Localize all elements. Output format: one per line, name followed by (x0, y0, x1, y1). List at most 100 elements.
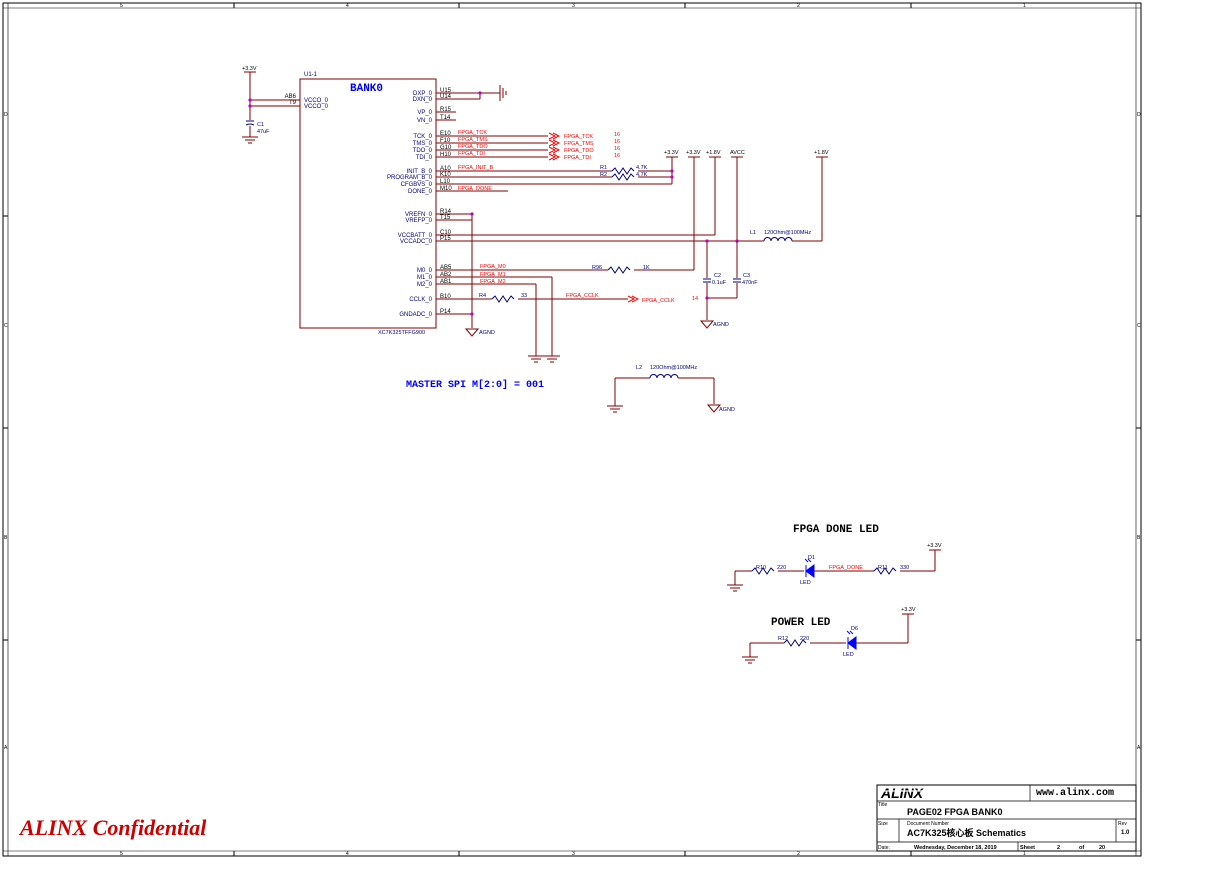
offpage-fpga-tms: FPGA_TMS (564, 141, 594, 147)
pin-number: A10 (440, 166, 451, 172)
pin-name: TDO_0 (413, 148, 433, 154)
pin-number: H10 (440, 152, 452, 158)
config-nets: FPGA_INIT_B FPGA_DONE R1 R2 4.7K 4.7K (436, 165, 672, 192)
pin-name: DXP_0 (413, 91, 433, 97)
power-led-circuit: POWER LED +3.3V R12 220 D6 LED (741, 607, 916, 664)
pin-number: F10 (440, 138, 451, 144)
net-fpga-tdi: FPGA_TDI (458, 151, 485, 157)
cclk-net: R4 33 FPGA_CCLK FPGA_CCLK 14 (436, 293, 698, 304)
pin-name: TCK_0 (413, 134, 432, 140)
d6-ref: D6 (851, 626, 858, 632)
power-rail-3v3: +3.3V (664, 150, 679, 156)
col-label-bottom: 3 (572, 851, 575, 857)
net-fpga-tdo: FPGA_TDO (458, 144, 488, 150)
u1-fpga-symbol: U1-1 BANK0 XC7K325TFFG900 (299, 72, 437, 336)
row-label-left: D (4, 112, 8, 118)
date-label: Date: (878, 845, 890, 851)
col-label-top: 1 (1023, 3, 1026, 9)
pin-name: DXN_0 (413, 97, 433, 103)
net-fpga-done: FPGA_DONE (829, 565, 863, 571)
r2-ref: R2 (600, 172, 607, 178)
alinx-logo: ALINX (880, 785, 925, 801)
pin-name: M1_0 (417, 275, 433, 281)
r12-ref: R12 (778, 636, 788, 642)
power-rails-right: +3.3V +3.3V +1.8V AVCC +1.8V (664, 150, 829, 270)
col-label-bottom: 1 (1023, 851, 1026, 857)
mode-pins: R96 1K FPGA_M0 FPGA_M1 FPGA_M2 (436, 264, 694, 363)
row-label-right: D (1137, 112, 1141, 118)
pin-number: L10 (440, 179, 451, 185)
r96-value: 1K (643, 265, 650, 271)
r2-value: 4.7K (636, 172, 648, 178)
page-title: PAGE02 FPGA BANK0 (907, 807, 1003, 817)
offpage-ref: 16 (614, 139, 620, 145)
sheet-total: 20 (1099, 845, 1105, 851)
d6-value: LED (843, 652, 854, 658)
power-rail-3v3: +3.3V (242, 66, 257, 72)
d1-ref: D1 (808, 555, 815, 561)
pin-name: CCLK_0 (409, 297, 432, 303)
c1-value: 47uF (257, 129, 270, 135)
pin-number: AB5 (440, 265, 452, 271)
row-label-left: C (4, 323, 8, 329)
col-label-bottom: 4 (346, 851, 349, 857)
power-rail-3v3: +3.3V (901, 607, 916, 613)
col-label-bottom: 2 (797, 851, 800, 857)
pin-number: B10 (440, 294, 451, 300)
pin-number: AB2 (440, 272, 452, 278)
vcco-decoupling: +3.3V C1 47uF (241, 66, 270, 144)
r1-ref: R1 (600, 165, 607, 171)
net-fpga-tms: FPGA_TMS (458, 137, 488, 143)
u1-bank-label: BANK0 (350, 83, 383, 95)
pin-number: K10 (440, 172, 451, 178)
pin-number: G10 (440, 145, 452, 151)
pin-name: VCCADC_0 (400, 239, 433, 245)
power-rail-3v3: +3.3V (686, 150, 701, 156)
master-spi-note: MASTER SPI M[2:0] = 001 (406, 379, 544, 391)
col-label-top: 5 (120, 3, 123, 9)
website: www.alinx.com (1036, 787, 1114, 799)
u1-part-number: XC7K325TFFG900 (378, 330, 425, 336)
of-label: of (1079, 845, 1084, 851)
pin-name: INIT_B_0 (407, 169, 433, 175)
pin-number: T15 (440, 215, 451, 221)
pin-number: C10 (440, 230, 452, 236)
offpage-fpga-cclk: FPGA_CCLK (642, 298, 675, 304)
r1-value: 4.7K (636, 165, 648, 171)
agnd-label: AGND (479, 330, 495, 336)
pin-number: P15 (440, 236, 451, 242)
c3-value: 470nF (742, 280, 758, 286)
net-fpga-cclk: FPGA_CCLK (566, 293, 599, 299)
col-label-top: 4 (346, 3, 349, 9)
col-label-bottom: 5 (120, 851, 123, 857)
sheet-frame (2, 2, 1142, 857)
col-label-top: 2 (797, 3, 800, 9)
pin-number: R14 (440, 209, 452, 215)
offpage-ref: 16 (614, 146, 620, 152)
l1-value: 120Ohm@100MHz (764, 230, 811, 236)
pin-name: DONE_0 (408, 189, 433, 195)
offpage-ref-cclk: 14 (692, 296, 698, 302)
c3-ref: C3 (743, 273, 750, 279)
pin-number: M10 (440, 186, 452, 192)
net-fpga-init-b: FPGA_INIT_B (458, 165, 493, 171)
size-label: Size (878, 821, 888, 827)
date-value: Wednesday, December 18, 2019 (914, 845, 997, 851)
pin-number: R15 (440, 107, 452, 113)
pin-name: TDI_0 (416, 155, 433, 161)
sheet-label: Sheet (1020, 845, 1035, 851)
net-fpga-m0: FPGA_M0 (480, 264, 506, 270)
title-label: Title (878, 802, 887, 808)
power-rail-1v8: +1.8V (814, 150, 829, 156)
row-label-right: C (1137, 323, 1141, 329)
l2-ground-tie: AGND L2 120Ohm@100MHz (606, 365, 735, 413)
fpga-done-led-circuit: FPGA DONE LED +3.3V R10 220 D1 LED FPGA_… (726, 524, 942, 592)
net-fpga-m1: FPGA_M1 (480, 272, 506, 278)
pin-name: VN_0 (417, 118, 433, 124)
pin-name: VREFN_0 (405, 212, 433, 218)
vref-vccadc: L1 120Ohm@100MHz AGND C2 0.1uF C3 470nF (436, 212, 822, 329)
r4-ref: R4 (479, 293, 486, 299)
r4-value: 33 (521, 293, 527, 299)
dxp-dxn-ground (436, 84, 507, 102)
